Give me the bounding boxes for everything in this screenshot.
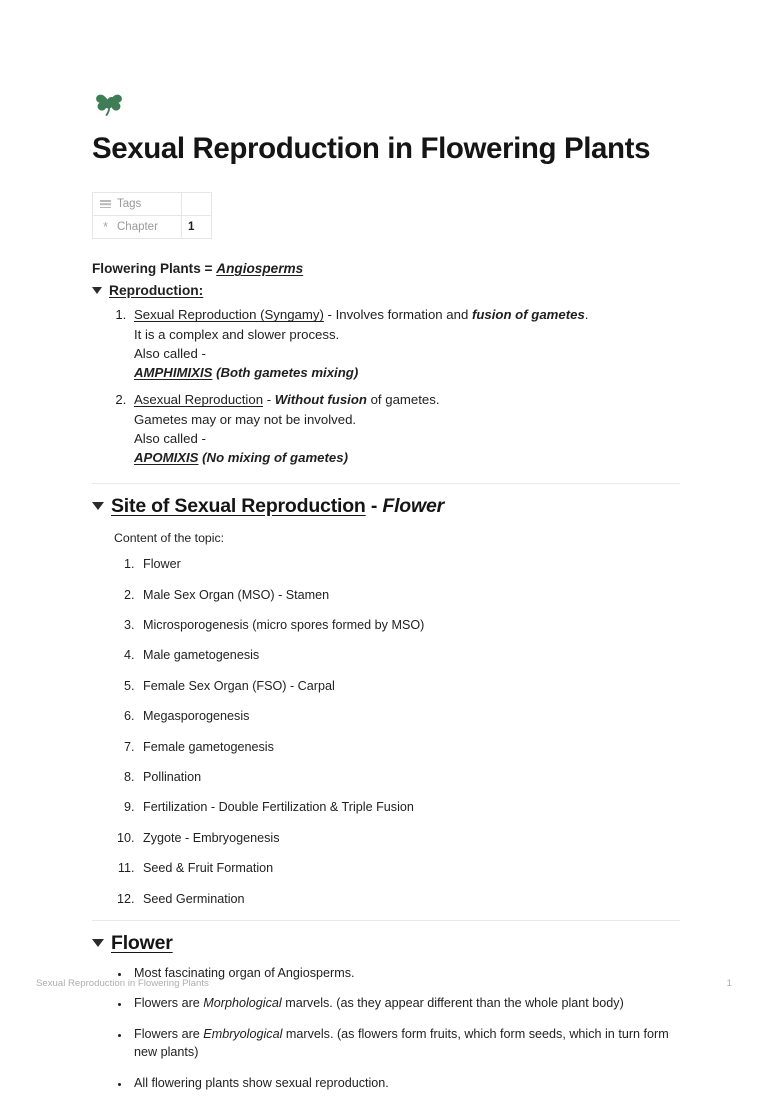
section-heading-main: Flower (111, 932, 173, 955)
property-name: Tags (117, 197, 142, 210)
section-heading-dash: - (365, 495, 383, 518)
topic-content-list: Flower Male Sex Organ (MSO) - Stamen Mic… (92, 555, 680, 908)
list-item: Sexual Reproduction (Syngamy) - Involves… (130, 305, 680, 382)
property-value-tags[interactable] (181, 191, 212, 216)
page-footer: Sexual Reproduction in Flowering Plants … (36, 978, 732, 989)
property-label-tags[interactable]: Tags (92, 191, 182, 216)
list-item: Zygote - Embryogenesis (138, 829, 680, 848)
list-item: Female Sex Organ (FSO) - Carpal (138, 677, 680, 696)
page-title: Sexual Reproduction in Flowering Plants (92, 132, 651, 165)
toggle-flower[interactable]: Flower (92, 931, 680, 955)
section-heading-flower: Flower (111, 931, 173, 955)
document-content: Sexual Reproduction in Flowering Plants … (92, 84, 680, 1104)
repro-desc-prefix: Involves formation and (335, 307, 472, 323)
list-item: Pollination (138, 768, 680, 787)
document-page: Sexual Reproduction in Flowering Plants … (0, 0, 768, 1024)
chevron-down-icon[interactable] (92, 502, 104, 511)
toggle-reproduction[interactable]: Reproduction: (92, 281, 680, 301)
property-row-tags[interactable]: Tags (92, 191, 212, 216)
repro-alias-line: APOMIXIS (No mixing of gametes) (134, 448, 680, 467)
bullet-italic: Embryological (203, 1026, 283, 1041)
repro-alias-note: (No mixing of gametes) (198, 450, 348, 466)
lead-statement: Flowering Plants = Angiosperms (92, 259, 680, 279)
repro-dash: - (323, 307, 336, 323)
repro-dash: - (263, 392, 275, 408)
content-of-topic-label: Content of the topic: (114, 530, 225, 545)
section-heading-main: Site of Sexual Reproduction (111, 495, 366, 518)
repro-also-called: Also called - (134, 345, 206, 361)
bullet-prefix: Flowers are (134, 996, 204, 1011)
section-divider (92, 920, 680, 922)
property-name: Chapter (117, 220, 158, 233)
property-row-chapter[interactable]: * Chapter 1 (92, 214, 212, 239)
list-item: Fertilization - Double Fertilization & T… (138, 798, 680, 817)
list-item: Male gametogenesis (138, 646, 680, 665)
repro-note: It is a complex and slower process. (134, 326, 340, 342)
repro-term: Sexual Reproduction (Syngamy) (134, 307, 324, 323)
list-item: Flower (138, 555, 680, 574)
list-item: Female gametogenesis (138, 738, 680, 757)
repro-desc-suffix: . (584, 307, 589, 323)
list-item: Seed & Fruit Formation (138, 859, 680, 878)
list-item: Microsporogenesis (micro spores formed b… (138, 616, 680, 635)
repro-also-called: Also called - (134, 430, 206, 446)
four-leaf-clover-icon (92, 84, 126, 118)
property-value-chapter[interactable]: 1 (181, 214, 212, 239)
chevron-down-icon[interactable] (92, 287, 102, 295)
list-item: Flowers are Morphological marvels. (as t… (130, 994, 680, 1013)
lead-term: Angiosperms (216, 260, 304, 276)
repro-note: Gametes may or may not be involved. (134, 411, 357, 427)
reproduction-list: Sexual Reproduction (Syngamy) - Involves… (92, 305, 680, 467)
section-divider (92, 483, 680, 485)
list-item: Seed Germination (138, 890, 680, 909)
list-item: Most fascinating organ of Angiosperms. (130, 964, 680, 983)
asterisk-icon: * (102, 219, 109, 235)
section-heading-italic: Flower (382, 495, 445, 518)
list-item: Asexual Reproduction - Without fusion of… (130, 390, 680, 467)
repro-term: Asexual Reproduction (134, 392, 264, 408)
toggle-site-of-sexual-reproduction[interactable]: Site of Sexual Reproduction - Flower (92, 494, 680, 518)
list-item: All flowering plants show sexual reprodu… (130, 1074, 680, 1093)
property-label-chapter[interactable]: * Chapter (92, 214, 182, 239)
footer-page-number: 1 (726, 978, 732, 989)
bullet-italic: Morphological (203, 996, 282, 1011)
repro-desc-suffix: of gametes. (366, 392, 440, 408)
repro-alias: AMPHIMIXIS (134, 365, 213, 381)
lead-prefix: Flowering Plants = (92, 260, 217, 276)
list-item: Megasporogenesis (138, 707, 680, 726)
section-heading-site: Site of Sexual Reproduction - Flower (111, 494, 444, 518)
repro-alias-note: (Both gametes mixing) (212, 365, 359, 381)
repro-alias: APOMIXIS (134, 450, 199, 466)
repro-alias-line: AMPHIMIXIS (Both gametes mixing) (134, 363, 680, 382)
list-item: Male Sex Organ (MSO) - Stamen (138, 586, 680, 605)
list-item: Flowers are Embryological marvels. (as f… (130, 1025, 680, 1063)
bullet-prefix: All flowering plants show sexual reprodu… (134, 1075, 389, 1090)
repro-desc-emphasis: fusion of gametes (471, 307, 585, 323)
repro-desc-emphasis: Without fusion (274, 392, 367, 408)
toggle-reproduction-label: Reproduction: (109, 283, 204, 299)
list-icon (100, 198, 111, 209)
page-properties-table: Tags * Chapter 1 (92, 191, 212, 239)
bullet-prefix: Most fascinating organ of Angiosperms. (134, 965, 355, 980)
chevron-down-icon[interactable] (92, 939, 104, 948)
bullet-prefix: Flowers are (134, 1026, 204, 1041)
footer-title: Sexual Reproduction in Flowering Plants (36, 978, 209, 989)
bullet-suffix: marvels. (as they appear different than … (281, 996, 624, 1011)
